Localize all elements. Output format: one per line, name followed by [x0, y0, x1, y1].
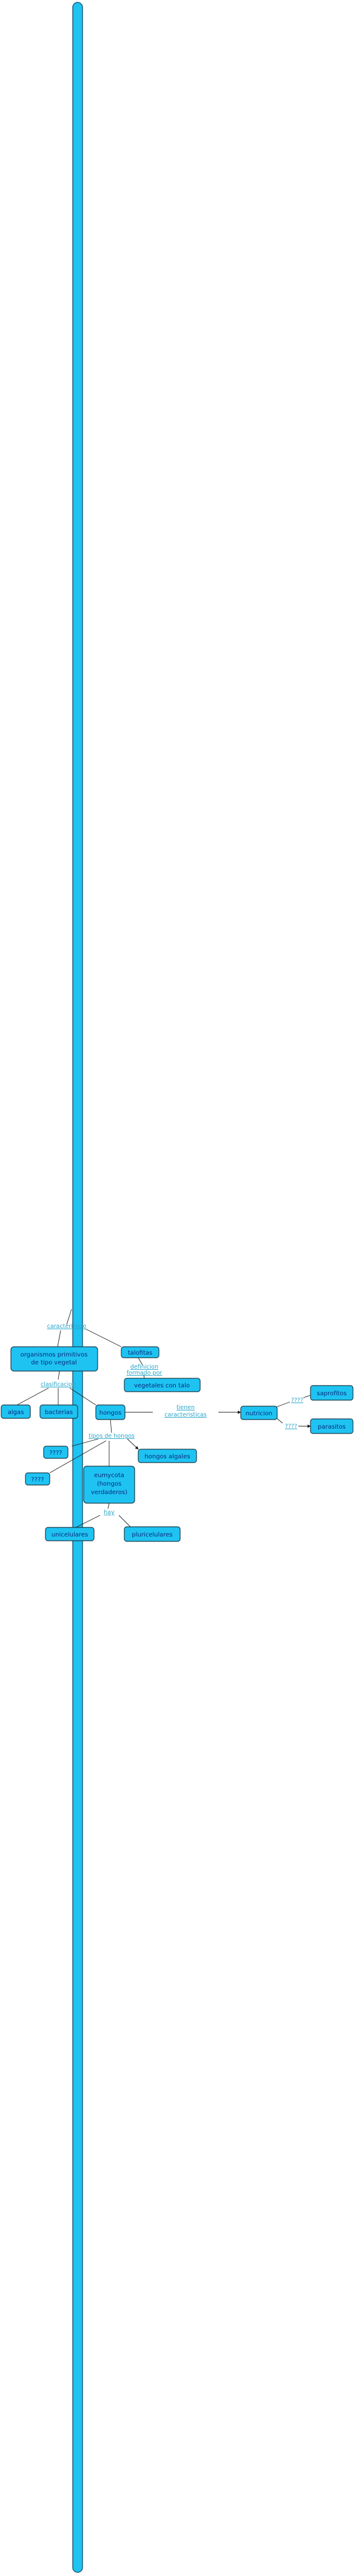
node-algas[interactable]: algas [1, 1404, 31, 1419]
connectors [16, 1309, 311, 1528]
link-label-caracterizado: caracterizado [47, 1323, 87, 1330]
node-vegetales-con-talo[interactable]: vegetales con talo [124, 1378, 201, 1392]
node-organismos-line1: organismos primitivos [21, 1352, 88, 1358]
node-unknown-2[interactable]: ???? [25, 1472, 50, 1486]
edge-talofitas-to-definicion [138, 1357, 143, 1366]
node-organismos-line2: de tipo vegetal [31, 1360, 76, 1366]
edge-organismos-to-clasificacion [58, 1370, 60, 1380]
node-eumycota-line1: eumycota [94, 1472, 124, 1479]
node-unknown-1-label: ???? [49, 1450, 62, 1457]
link-label-tipos-de-hongos: tipos de hongos [89, 1433, 135, 1440]
link-label-hay: hay [104, 1509, 115, 1516]
node-pluricelulares[interactable]: pluricelulares [124, 1526, 181, 1542]
edge-hay-to-pluricelulares [118, 1515, 131, 1527]
node-nutricion-label: nutricion [246, 1410, 272, 1417]
node-bacterias[interactable]: bacterias [39, 1404, 78, 1419]
link-label-definicion: definicion [130, 1364, 158, 1370]
node-hongos-label: hongos [99, 1410, 121, 1416]
edge-caracterizado-to-talofitas [84, 1328, 122, 1347]
edge-tipos-to-q1 [71, 1438, 99, 1447]
edge-tipos-to-q2 [49, 1440, 107, 1473]
edge-hongos-to-tipos [110, 1419, 112, 1433]
node-pluricelulares-label: pluricelulares [132, 1532, 172, 1538]
edge-q-sap-to-saprofitos [303, 1395, 311, 1398]
edge-clasificacion-to-hongos [69, 1387, 96, 1406]
node-saprofitos-label: saprofitos [317, 1390, 346, 1397]
node-vegetales-label: vegetales con talo [134, 1383, 190, 1389]
vertical-scroll-bar[interactable] [72, 2, 83, 2573]
link-label-q-saprofitos: ???? [291, 1397, 303, 1404]
node-hongos-algales-label: hongos algales [144, 1453, 190, 1460]
link-label-caracteristicas: caracteristicas [164, 1412, 206, 1418]
edge-nutricion-to-q-sap [275, 1401, 291, 1408]
node-saprofitos[interactable]: saprofitos [310, 1385, 354, 1401]
node-nutricion[interactable]: nutricion [240, 1406, 278, 1420]
node-hongos-algales[interactable]: hongos algales [138, 1449, 197, 1463]
node-organismos-primitivos[interactable]: organismos primitivos de tipo vegetal [10, 1346, 98, 1372]
node-eumycota-line3: verdaderos) [91, 1489, 127, 1496]
node-algas-label: algas [8, 1409, 24, 1416]
node-unknown-2-label: ???? [31, 1477, 44, 1483]
node-bacterias-label: bacterias [45, 1409, 73, 1416]
link-label-clasificacion: clasificacion [41, 1381, 76, 1388]
edge-clasificacion-to-algas [16, 1387, 49, 1406]
node-talofitas[interactable]: talofitas [121, 1346, 160, 1358]
node-parasitos-label: parasitos [318, 1424, 346, 1430]
node-unknown-1[interactable]: ???? [43, 1446, 69, 1459]
edge-hay-to-unicelulares [75, 1515, 101, 1528]
edge-top-to-caracterizado [66, 1309, 72, 1325]
node-unicelulares-label: unicelulares [52, 1532, 88, 1538]
edge-eumycota-to-hay [107, 1503, 110, 1509]
edge-tipos-to-hongos-algales [127, 1438, 139, 1450]
link-label-q-parasitos: ???? [285, 1423, 297, 1430]
node-eumycota[interactable]: eumycota (hongos verdaderos) [83, 1466, 135, 1504]
link-label-formado-por: formado por [127, 1370, 163, 1376]
node-parasitos[interactable]: parasitos [310, 1418, 354, 1434]
node-hongos[interactable]: hongos [95, 1404, 126, 1420]
node-talofitas-label: talofitas [128, 1350, 153, 1356]
node-eumycota-line2: (hongos [97, 1481, 121, 1487]
link-labels: caracterizado definicion formado por cla… [41, 1323, 303, 1516]
link-label-tienen: tienen [176, 1404, 195, 1411]
edge-caracterizado-to-organismos [57, 1330, 61, 1347]
node-unicelulares[interactable]: unicelulares [45, 1527, 95, 1541]
